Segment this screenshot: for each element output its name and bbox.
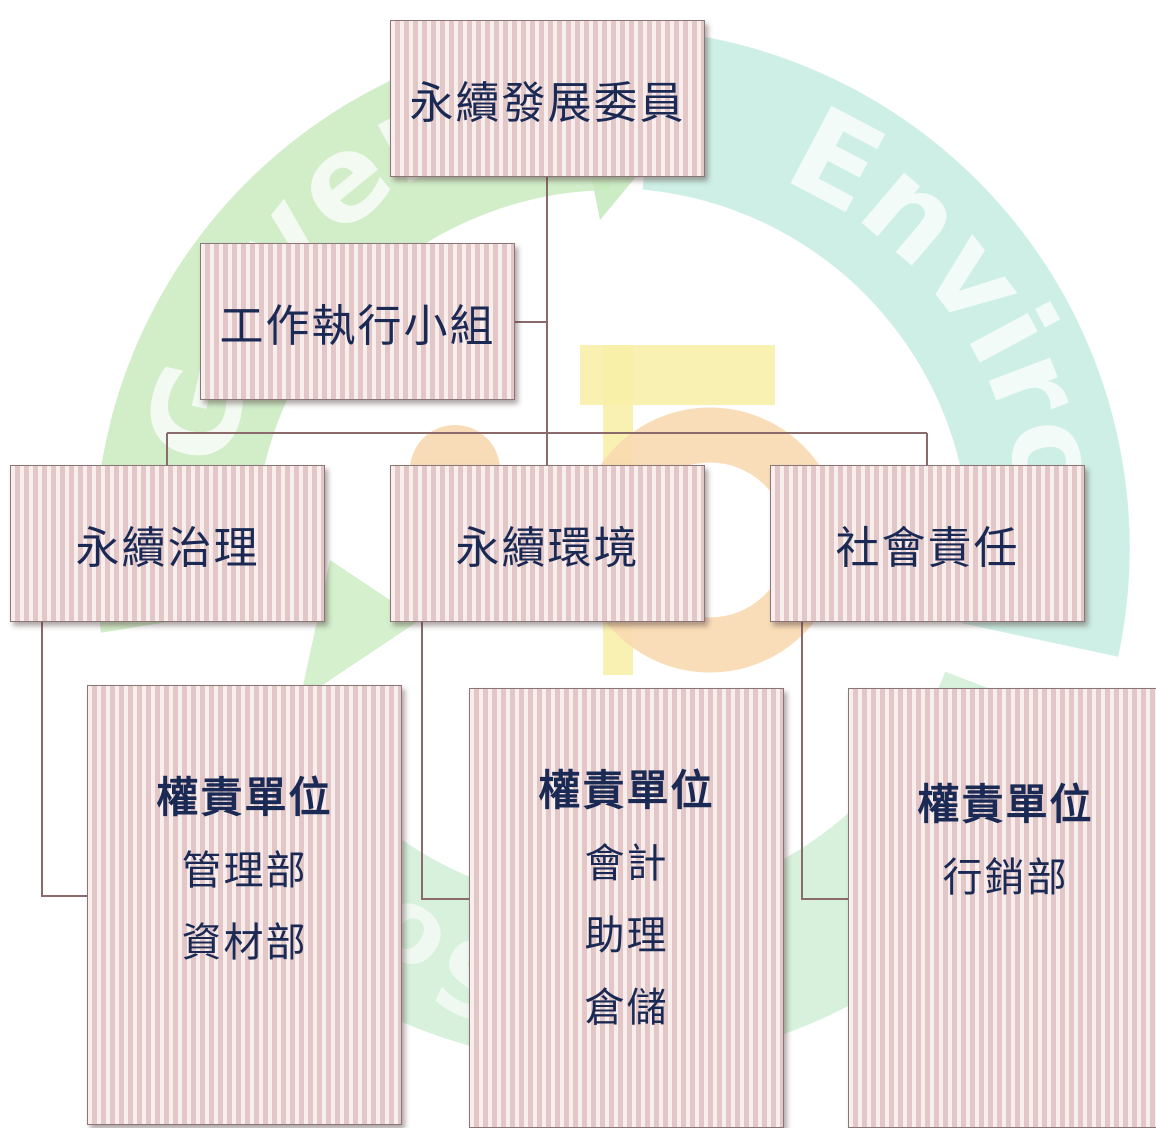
units-box-governance: 權責單位 管理部 資材部 <box>87 685 402 1125</box>
branch-label: 社會責任 <box>835 522 1020 574</box>
unit-item: 資材部 <box>181 920 308 966</box>
committee-box: 永續發展委員 <box>390 20 705 177</box>
task-force-label: 工作執行小組 <box>219 300 496 352</box>
unit-item: 助理 <box>584 913 669 959</box>
units-heading: 權責單位 <box>156 773 333 822</box>
units-box-social: 權責單位 行銷部 <box>848 688 1156 1128</box>
branch-label: 永續環境 <box>455 522 640 574</box>
branch-box-social: 社會責任 <box>770 465 1085 622</box>
units-list: 管理部 資材部 <box>182 835 308 979</box>
connector-soc-units <box>801 622 848 900</box>
units-heading: 權責單位 <box>917 780 1094 829</box>
branch-box-governance: 永續治理 <box>10 465 325 622</box>
unit-item: 行銷部 <box>942 855 1069 901</box>
connector-env-units <box>421 622 469 900</box>
unit-item: 管理部 <box>181 848 308 894</box>
units-list: 會計 助理 倉儲 <box>585 828 669 1044</box>
units-list: 行銷部 <box>943 842 1069 914</box>
unit-item: 倉儲 <box>584 985 669 1031</box>
committee-label: 永續發展委員 <box>409 77 686 129</box>
units-box-environment: 權責單位 會計 助理 倉儲 <box>469 688 784 1128</box>
unit-item: 會計 <box>584 841 669 887</box>
branch-box-environment: 永續環境 <box>390 465 705 622</box>
task-force-box: 工作執行小組 <box>200 243 515 400</box>
connector-gov-units <box>41 622 87 897</box>
units-heading: 權責單位 <box>538 766 715 815</box>
branch-label: 永續治理 <box>75 522 260 574</box>
ring-arrowhead-lower <box>300 560 420 700</box>
